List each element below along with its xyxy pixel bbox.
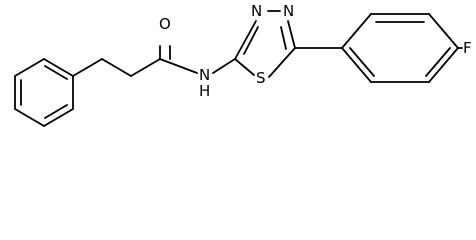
amide-hydrogen-label: H: [199, 82, 210, 100]
bond: [268, 47, 296, 78]
bond: [14, 108, 45, 127]
structure-canvas: O N H N N S F: [14, 2, 472, 127]
amide-nitrogen-label: N: [199, 66, 210, 84]
bond: [72, 58, 103, 77]
chemical-structure-diagram: O N H N N S F: [14, 2, 472, 127]
aromatic-bond: [44, 104, 68, 119]
bond: [43, 58, 74, 77]
bond: [428, 13, 459, 49]
oxygen-label: O: [159, 15, 171, 33]
bond: [234, 20, 257, 60]
bond: [130, 58, 161, 77]
bond: [341, 47, 372, 83]
bond: [341, 13, 372, 49]
phenyl-ring: [14, 58, 74, 127]
bond: [101, 58, 132, 77]
bond: [159, 58, 198, 74]
aromatic-bond: [349, 47, 375, 77]
fluorine-label: F: [463, 39, 472, 57]
aromatic-bond: [425, 47, 451, 77]
fluorophenyl-ring: [341, 13, 459, 83]
double-bond: [243, 26, 259, 55]
thiadiazole-ring: [234, 10, 296, 78]
bond: [234, 58, 255, 76]
bond: [14, 58, 45, 77]
bond: [428, 47, 459, 83]
bond: [43, 108, 74, 127]
sulfur-label: S: [256, 69, 266, 87]
ring-nitrogen-label-1: N: [251, 2, 262, 20]
bond: [287, 20, 296, 49]
alkyl-chain: [72, 45, 198, 77]
ring-nitrogen-label-2: N: [283, 2, 294, 20]
double-bond: [280, 26, 287, 50]
bond: [212, 58, 236, 74]
aromatic-bond: [44, 65, 68, 80]
